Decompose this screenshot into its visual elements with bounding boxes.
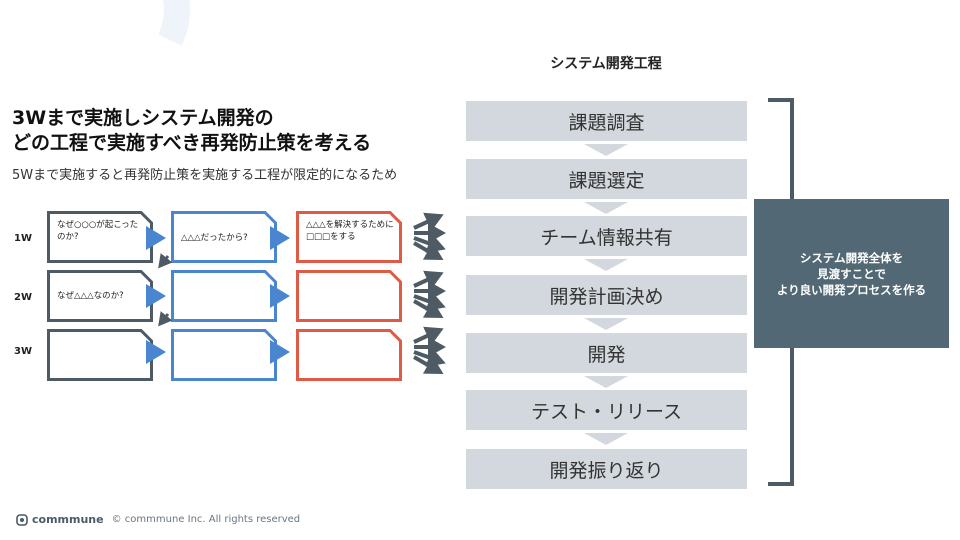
decorative-arc	[158, 0, 190, 46]
card-text: △△△だったから?	[181, 233, 248, 243]
process-step-development: 開発	[466, 333, 747, 373]
process-step-dev-planning: 開発計画決め	[466, 275, 747, 315]
card-text: なぜ△△△なのか?	[57, 291, 124, 301]
card-action-3	[296, 329, 402, 381]
card-action-2	[296, 270, 402, 322]
headline-line-2: どの工程で実施すべき再発防止策を考える	[12, 132, 372, 154]
down-triangle-icon	[584, 202, 628, 214]
down-left-arrow-icon	[158, 311, 173, 327]
footer-copyright: © commmune Inc. All rights reserved	[111, 514, 301, 525]
fan-arrows-icon	[413, 270, 446, 318]
card-text: △△△を解決するために□□□をする	[306, 220, 394, 242]
fan-arrows-icon	[413, 326, 446, 374]
fan-arrows-icon	[413, 212, 446, 260]
card-text: なぜ○○○が起こったのか?	[57, 220, 139, 242]
headline: 3Wまで実施しシステム開発の どの工程で実施すべき再発防止策を考える	[12, 106, 371, 156]
down-triangle-icon	[584, 259, 628, 271]
footer-brand: commmune	[32, 513, 104, 526]
footer: commmune © commmune Inc. All rights rese…	[16, 513, 300, 526]
process-step-test-release: テスト・リリース	[466, 390, 747, 430]
summary-line-3: より良い開発プロセスを作る	[776, 282, 927, 297]
commmune-logo-icon	[16, 513, 28, 526]
card-frame	[296, 270, 402, 322]
subheadline: 5Wまで実施すると再発防止策を実施する工程が限定的になるため	[12, 168, 398, 183]
down-triangle-icon	[584, 433, 628, 445]
summary-line-2: 見渡すことで	[817, 266, 886, 281]
row-label-3w: 3W	[14, 346, 32, 357]
process-step-issue-research: 課題調査	[466, 101, 747, 141]
process-step-issue-selection: 課題選定	[466, 159, 747, 199]
card-action-1: △△△を解決するために□□□をする	[296, 211, 402, 263]
process-step-retrospective: 開発振り返り	[466, 449, 747, 489]
summary-box: システム開発全体を 見渡すことで より良い開発プロセスを作る	[754, 199, 949, 348]
process-step-team-sharing: チーム情報共有	[466, 216, 747, 256]
down-triangle-icon	[584, 376, 628, 388]
down-triangle-icon	[584, 144, 628, 156]
down-left-arrow-icon	[158, 253, 173, 269]
headline-line-1: 3Wまで実施しシステム開発の	[12, 107, 274, 129]
summary-line-1: システム開発全体を	[799, 250, 904, 265]
card-frame	[296, 329, 402, 381]
down-triangle-icon	[584, 318, 628, 330]
row-label-1w: 1W	[14, 233, 32, 244]
process-title: システム開発工程	[550, 56, 662, 72]
card-frame	[296, 211, 402, 263]
row-label-2w: 2W	[14, 292, 32, 303]
